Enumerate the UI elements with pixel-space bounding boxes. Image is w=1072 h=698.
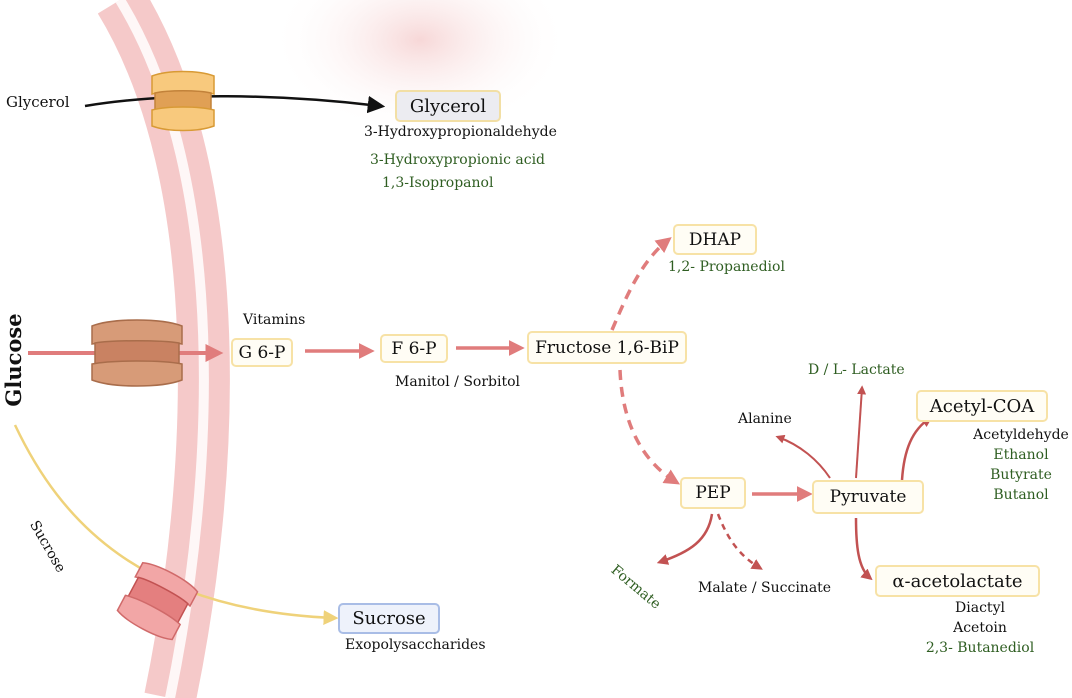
lactate-label: D / L- Lactate [808,362,905,378]
acetolactate-product-1: Diactyl [955,600,1005,616]
arrow-pyruvate-acetyl [900,416,933,481]
arrow-fbp-dhap [610,237,672,331]
arrow-pep-malate [716,513,763,570]
pyruvate-node: Pyruvate [812,480,924,514]
arrow-pyruvate-acetolactate [854,517,873,581]
arrow-pyruvate-alanine [775,434,831,479]
glycerol-product-3: 1,3-Isopropanol [382,175,494,191]
malate-succinate-label: Malate / Succinate [698,580,832,596]
acetyl-product-3: Butyrate [990,467,1052,483]
acetolactate-node: α-acetolactate [875,565,1040,597]
alanine-label: Alanine [738,411,792,427]
glycerol-product-2: 3-Hydroxypropionic acid [370,152,546,168]
acetyl-product-1: Acetyldehyde [973,427,1069,443]
exopolysaccharides-label: Exopolysaccharides [345,637,486,653]
glycerol-product-1: 3-Hydroxypropionaldehyde [364,124,557,140]
acetyl-product-4: Butanol [993,487,1049,503]
arrow-fbp-pep [618,369,681,485]
arrow-pyruvate-lactate [855,385,867,479]
glycerol-transport-arrow [84,95,386,114]
acetolactate-product-2: Acetoin [953,620,1007,636]
acetyl-product-2: Ethanol [993,447,1049,463]
sucrose-transporter-icon [116,561,199,641]
sucrose-node: Sucrose [338,603,440,634]
acetolactate-product-3: 2,3- Butanediol [925,640,1035,656]
pep-node: PEP [680,477,746,509]
propanediol-label: 1,2- Propanediol [668,259,785,275]
fructose-bip-node: Fructose 1,6-BiP [527,331,687,364]
acetyl-coa-node: Acetyl-COA [916,390,1048,422]
glycerol-transporter-icon [151,70,215,132]
arrow-pep-formate [656,513,714,565]
f6p-node: F 6-P [380,334,448,363]
glycerol-node: Glycerol [395,90,501,122]
glycerol-outside-label: Glycerol [6,93,70,111]
sucrose-transport-arrow [13,424,339,626]
manitol-sorbitol-label: Manitol / Sorbitol [395,374,521,390]
dhap-node: DHAP [673,224,757,255]
glucose-label: Glucose [1,313,26,407]
vitamins-label: Vitamins [243,312,306,328]
glucose-transporter-icon [91,319,183,387]
g6p-node: G 6-P [231,338,293,367]
